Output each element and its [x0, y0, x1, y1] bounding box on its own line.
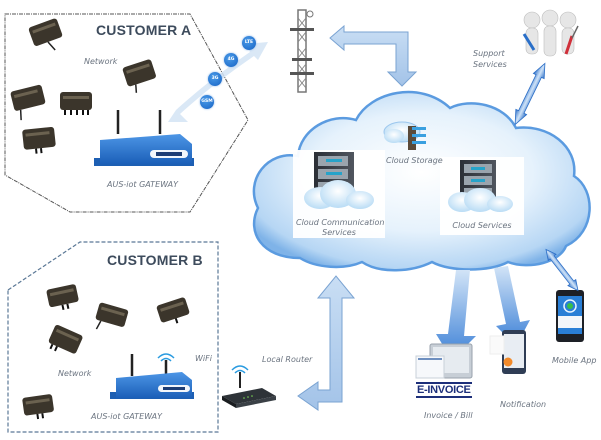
sensor-icon: [10, 84, 46, 121]
cloud-services-server-icon: [448, 160, 513, 212]
communication-server-icon: [304, 152, 374, 209]
e-invoice-badge: E-INVOICE: [416, 382, 472, 398]
cloud-storage-label: Cloud Storage: [386, 156, 443, 165]
sensors-customer-b: [22, 284, 190, 420]
cellular-lte-badge: LTE: [242, 36, 256, 50]
cloud-communication-label-line1: Cloud Communication: [296, 218, 385, 227]
customer-a-title: CUSTOMER A: [96, 22, 192, 38]
router-cloud-arrow: [297, 275, 356, 411]
local-router-label: Local Router: [262, 355, 313, 364]
cloud-invoice-arrow: [436, 270, 476, 360]
support-cloud-double-arrow: [514, 62, 546, 126]
sensor-icon: [95, 302, 129, 330]
sensors-customer-a: [10, 18, 156, 154]
mobile-app-label: Mobile App: [552, 356, 597, 365]
cellular-3g-badge: 3G: [208, 72, 222, 86]
cloud-storage-icon: [383, 121, 426, 150]
cloud-services-label: Cloud Services: [452, 221, 512, 230]
customer-b-network-label: Network: [58, 369, 92, 378]
invoice-monitor-icon: [415, 343, 473, 379]
cell-tower-icon: [290, 9, 314, 93]
local-router-icon: [222, 365, 276, 408]
invoice-bill-label: Invoice / Bill: [424, 411, 473, 420]
mobile-app-phone-icon: [556, 290, 584, 342]
customer-a-gateway-label: AUS-iot GATEWAY: [107, 180, 178, 189]
tower-cloud-arrow: [329, 24, 418, 87]
gateway-customer-b-icon: [110, 353, 194, 399]
cellular-4g-badge: 4G: [224, 53, 238, 67]
sensor-icon: [48, 324, 83, 354]
sensor-icon: [60, 92, 92, 115]
cloud-communication-label-line2: Services: [322, 228, 356, 237]
mobile-cloud-double-arrow: [545, 248, 579, 292]
notification-phone-icon: [489, 330, 526, 374]
cloud-communication-label: Cloud Communication Services: [296, 218, 385, 238]
sensor-icon: [22, 126, 56, 154]
sensor-icon: [122, 59, 156, 93]
sensor-icon: [156, 297, 190, 324]
support-label-line1: Support: [473, 49, 505, 58]
customer-b-wifi-label: WiFi: [195, 354, 212, 363]
support-team-icon: [522, 9, 579, 57]
customer-b-gateway-label: AUS-iot GATEWAY: [91, 412, 162, 421]
customer-a-boundary: [4, 13, 249, 213]
sensor-icon: [28, 18, 63, 51]
gateway-customer-a-icon: [94, 110, 194, 166]
customer-b-boundary: [7, 241, 219, 433]
support-label-line2: Services: [473, 60, 507, 69]
notification-label: Notification: [500, 400, 547, 409]
cellular-gsm-badge: GSM: [200, 95, 214, 109]
customer-a-network-label: Network: [84, 57, 118, 66]
cloud-notification-arrow: [494, 266, 530, 346]
sensor-icon: [22, 394, 54, 420]
sensor-icon: [46, 284, 79, 311]
support-services-label: Support Services: [473, 48, 507, 70]
customer-b-title: CUSTOMER B: [107, 252, 203, 268]
